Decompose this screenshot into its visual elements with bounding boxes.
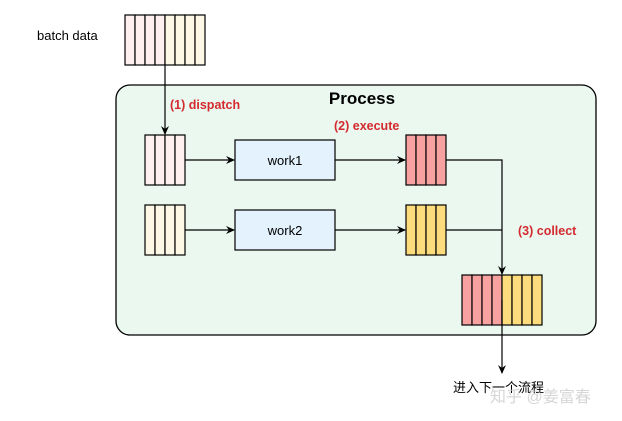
batch-data-label: batch data [37, 28, 98, 43]
input-queue-1 [144, 134, 186, 186]
queue-cell [435, 204, 447, 256]
worker-label-1: work1 [267, 153, 303, 168]
queue-cell [164, 134, 176, 186]
queue-cell [124, 14, 136, 66]
queue-cell [144, 204, 156, 256]
queue-cell [471, 274, 483, 326]
execute-label: (2) execute [334, 119, 399, 133]
result-queue-1 [405, 134, 447, 186]
watermark: 知乎 @姜富春 [490, 388, 591, 406]
worker-node-1: work1 [234, 139, 336, 181]
collect-label: (3) collect [518, 224, 577, 238]
queue-cell [415, 134, 427, 186]
collect-line-1 [446, 159, 503, 230]
queue-cell [415, 204, 427, 256]
queue-cell [174, 204, 186, 256]
result-queue-2 [405, 204, 447, 256]
queue-cell [144, 134, 156, 186]
queue-cell [531, 274, 543, 326]
queue-cell [164, 204, 176, 256]
next-step-label: 进入下一个流程 [453, 380, 544, 395]
queue-cell [174, 134, 186, 186]
process-title: Process [329, 89, 395, 108]
worker-node-2: work2 [234, 209, 336, 251]
worker-box-2 [234, 209, 336, 251]
batch-data-queue [124, 14, 206, 66]
queue-cell [461, 274, 473, 326]
queue-cell [491, 274, 503, 326]
queue-cell [435, 134, 447, 186]
queue-cell [405, 204, 417, 256]
queue-cell [134, 14, 146, 66]
queue-cell [521, 274, 533, 326]
worker-label-2: work2 [267, 223, 303, 238]
queue-cell [425, 204, 437, 256]
queue-cell [174, 14, 186, 66]
queue-cell [154, 134, 166, 186]
queue-cell [144, 14, 156, 66]
queue-cell [405, 134, 417, 186]
queue-cell [164, 14, 176, 66]
queue-cell [184, 14, 196, 66]
output-queue [461, 274, 543, 326]
queue-cell [154, 204, 166, 256]
worker-box-1 [234, 139, 336, 181]
input-queue-2 [144, 204, 186, 256]
queue-cell [425, 134, 437, 186]
queue-cell [194, 14, 206, 66]
queue-cell [511, 274, 523, 326]
queue-cell [154, 14, 166, 66]
queue-cell [481, 274, 493, 326]
queue-cell [501, 274, 513, 326]
dispatch-label: (1) dispatch [170, 98, 240, 112]
